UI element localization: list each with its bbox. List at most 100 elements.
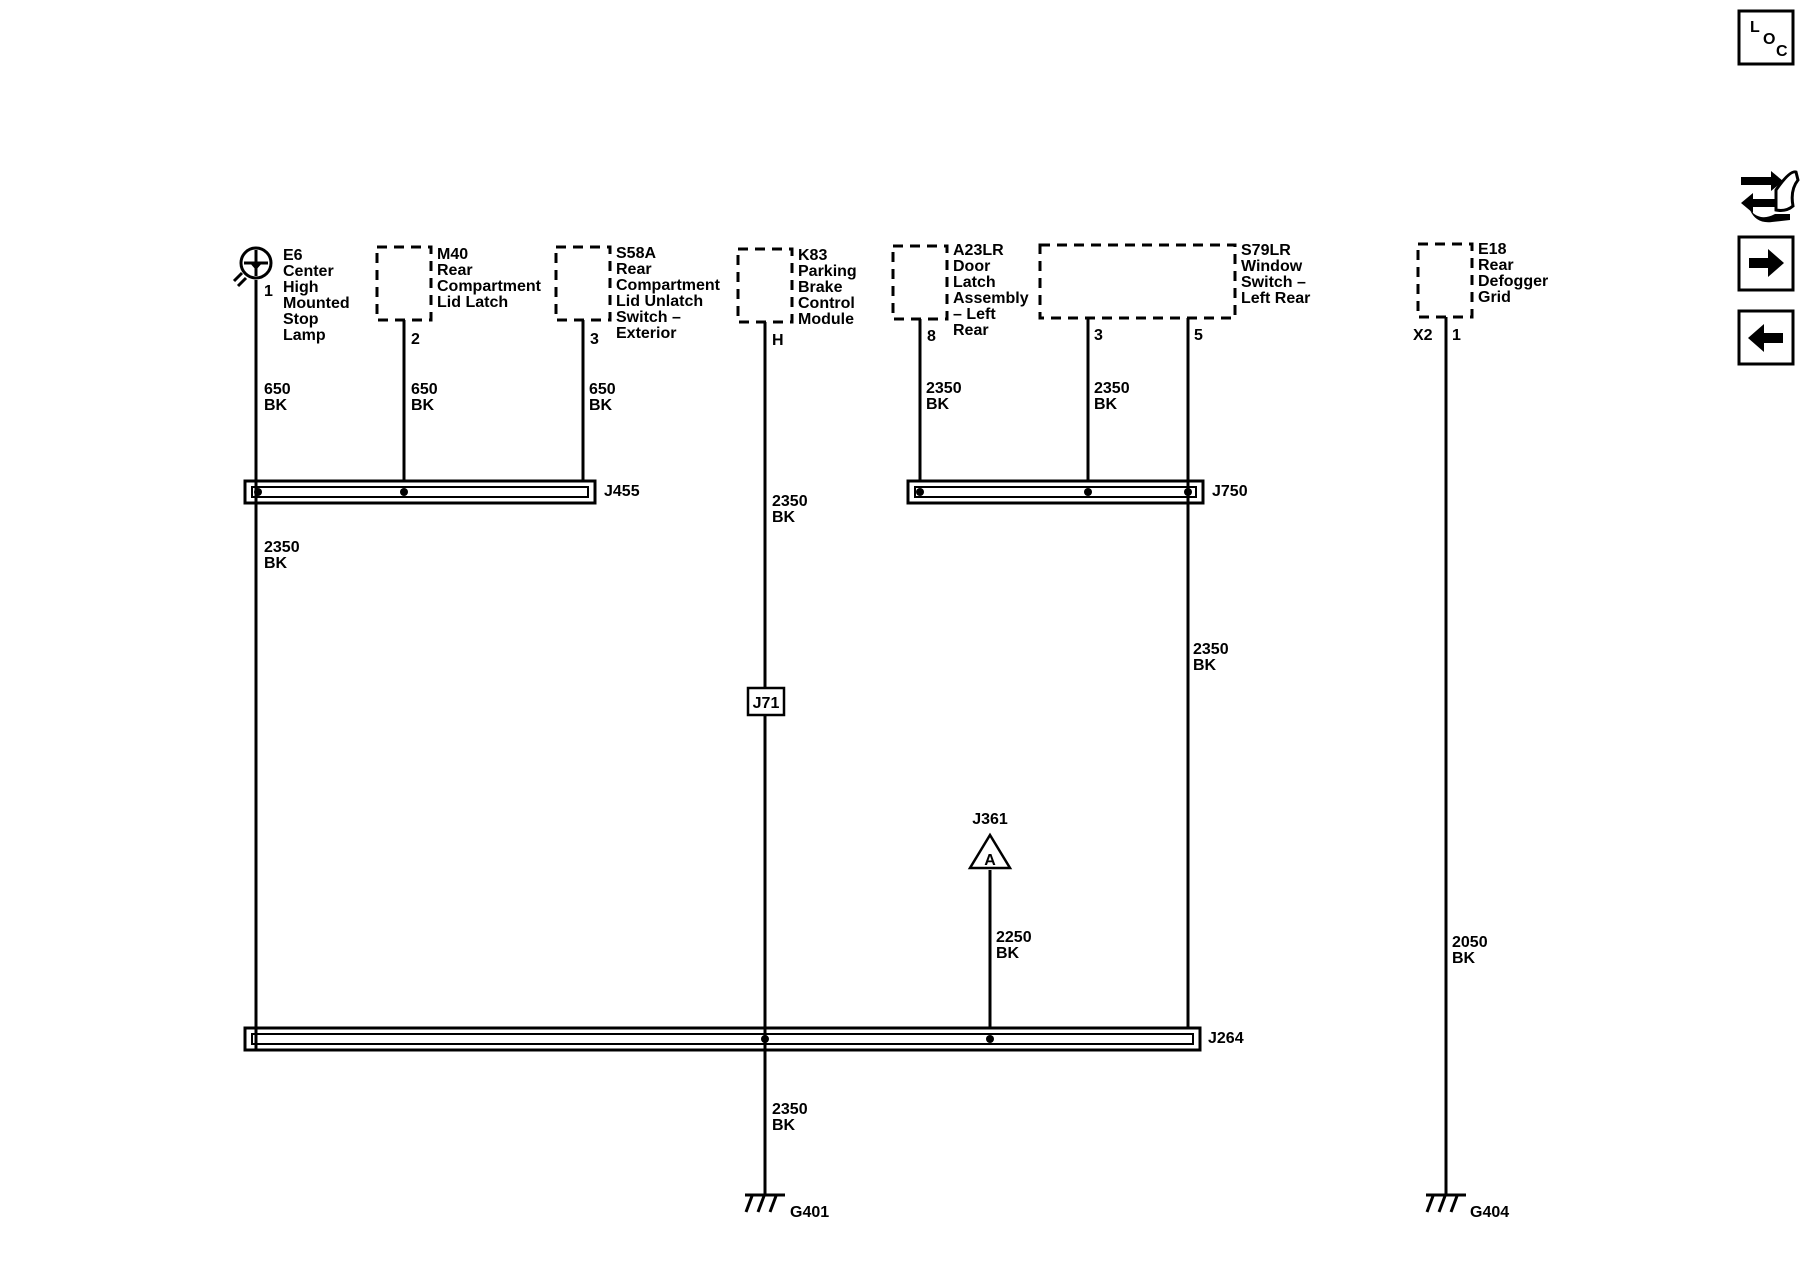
svg-text:650: 650 (411, 381, 438, 398)
g401-label: G401 (790, 1204, 829, 1221)
s79lr-component-box[interactable] (1038, 243, 1237, 320)
svg-text:Control: Control (798, 295, 855, 312)
svg-text:2350: 2350 (772, 1101, 808, 1118)
a23lr-label: A23LR Door Latch Assembly – Left Rear (953, 242, 1029, 339)
e18-component-box[interactable] (1416, 242, 1474, 319)
svg-text:High: High (283, 279, 319, 296)
svg-text:BK: BK (1094, 396, 1118, 413)
s58a-pin: 3 (590, 331, 599, 348)
j455-splice-bar[interactable] (243, 479, 597, 505)
wire-label-s79lr-3: 2350 BK (1094, 380, 1130, 413)
svg-text:BK: BK (1193, 657, 1217, 674)
g404-ground-icon (1425, 1193, 1466, 1213)
j750-splice-bar[interactable] (906, 479, 1205, 505)
s79lr-pin-5: 5 (1194, 327, 1203, 344)
svg-text:BK: BK (264, 555, 288, 572)
m40-pin: 2 (411, 331, 420, 348)
svg-text:650: 650 (264, 381, 291, 398)
svg-text:Center: Center (283, 263, 334, 280)
svg-text:Latch: Latch (953, 274, 996, 291)
s79lr-label: S79LR Window Switch – Left Rear (1241, 242, 1310, 307)
wire-label-a23lr: 2350 BK (926, 380, 962, 413)
e6-pin: 1 (264, 283, 273, 300)
svg-text:Brake: Brake (798, 279, 843, 296)
svg-text:– Left: – Left (953, 306, 996, 323)
svg-text:Compartment: Compartment (437, 278, 542, 295)
svg-text:L: L (1750, 19, 1760, 36)
svg-text:S58A: S58A (616, 245, 656, 262)
svg-text:Left Rear: Left Rear (1241, 290, 1310, 307)
svg-text:Module: Module (798, 311, 854, 328)
s58a-component-box[interactable] (554, 245, 612, 322)
k83-component-box[interactable] (736, 247, 794, 324)
svg-text:Window: Window (1241, 258, 1303, 275)
j750-label: J750 (1212, 483, 1248, 500)
svg-text:Lamp: Lamp (283, 327, 326, 344)
svg-text:Switch –: Switch – (616, 309, 681, 326)
wire-label-k83-top: 2350 BK (772, 493, 808, 526)
svg-text:O: O (1763, 31, 1775, 48)
svg-text:A23LR: A23LR (953, 242, 1004, 259)
svg-text:Stop: Stop (283, 311, 319, 328)
a23lr-pin: 8 (927, 328, 936, 345)
svg-text:2350: 2350 (264, 539, 300, 556)
svg-text:BK: BK (1452, 950, 1476, 967)
j71-splice-box[interactable] (746, 686, 786, 717)
svg-text:Compartment: Compartment (616, 277, 721, 294)
g401-ground-icon (744, 1193, 785, 1213)
svg-text:BK: BK (996, 945, 1020, 962)
m40-component-box[interactable] (375, 245, 433, 322)
wire-label-j361: 2250 BK (996, 929, 1032, 962)
svg-text:K83: K83 (798, 247, 827, 264)
wire-label-s79lr-5: 2350 BK (1193, 641, 1229, 674)
svg-text:C: C (1776, 43, 1788, 60)
svg-text:650: 650 (589, 381, 616, 398)
j71-label: J71 (753, 695, 780, 712)
j455-label: J455 (604, 483, 640, 500)
svg-text:Rear: Rear (437, 262, 473, 279)
j264-label: J264 (1208, 1030, 1244, 1047)
j361-letter: A (984, 852, 996, 869)
svg-text:E18: E18 (1478, 241, 1507, 258)
j361-connector-icon[interactable] (967, 832, 1013, 870)
svg-text:2050: 2050 (1452, 934, 1488, 951)
previous-arrow-icon[interactable] (1737, 309, 1795, 366)
svg-text:E6: E6 (283, 247, 303, 264)
svg-text:Exterior: Exterior (616, 325, 676, 342)
svg-text:2350: 2350 (772, 493, 808, 510)
a23lr-component-box[interactable] (891, 244, 949, 321)
e18-connector: X2 (1413, 327, 1433, 344)
j361-label: J361 (972, 811, 1008, 828)
wire-label-e6-top: 650 BK (264, 381, 291, 414)
s58a-label: S58A Rear Compartment Lid Unlatch Switch… (616, 245, 721, 342)
e6-label: E6 Center High Mounted Stop Lamp (283, 247, 350, 344)
svg-text:S79LR: S79LR (1241, 242, 1291, 259)
wire-label-ground-g401: 2350 BK (772, 1101, 808, 1134)
wire-label-e18: 2050 BK (1452, 934, 1488, 967)
svg-text:2350: 2350 (926, 380, 962, 397)
e6-lamp-icon[interactable] (232, 246, 273, 288)
e18-label: E18 Rear Defogger Grid (1478, 241, 1548, 306)
svg-text:Lid Unlatch: Lid Unlatch (616, 293, 703, 310)
k83-label: K83 Parking Brake Control Module (798, 247, 857, 328)
g404-label: G404 (1470, 1204, 1509, 1221)
svg-text:Parking: Parking (798, 263, 857, 280)
j264-splice-bar[interactable] (243, 1026, 1202, 1052)
s79lr-pin-3: 3 (1094, 327, 1103, 344)
svg-text:BK: BK (411, 397, 435, 414)
svg-text:M40: M40 (437, 246, 468, 263)
svg-text:BK: BK (772, 1117, 796, 1134)
svg-text:BK: BK (926, 396, 950, 413)
next-arrow-icon[interactable] (1737, 235, 1795, 292)
svg-text:BK: BK (772, 509, 796, 526)
location-icon[interactable]: L O C (1737, 9, 1795, 66)
svg-text:Assembly: Assembly (953, 290, 1029, 307)
m40-label: M40 Rear Compartment Lid Latch (437, 246, 542, 311)
svg-text:Mounted: Mounted (283, 295, 350, 312)
e18-pin: 1 (1452, 327, 1461, 344)
svg-text:Defogger: Defogger (1478, 273, 1548, 290)
wiring-tool-icon[interactable] (1741, 170, 1800, 223)
wire-label-e6-bottom: 2350 BK (264, 539, 300, 572)
wire-label-m40: 650 BK (411, 381, 438, 414)
